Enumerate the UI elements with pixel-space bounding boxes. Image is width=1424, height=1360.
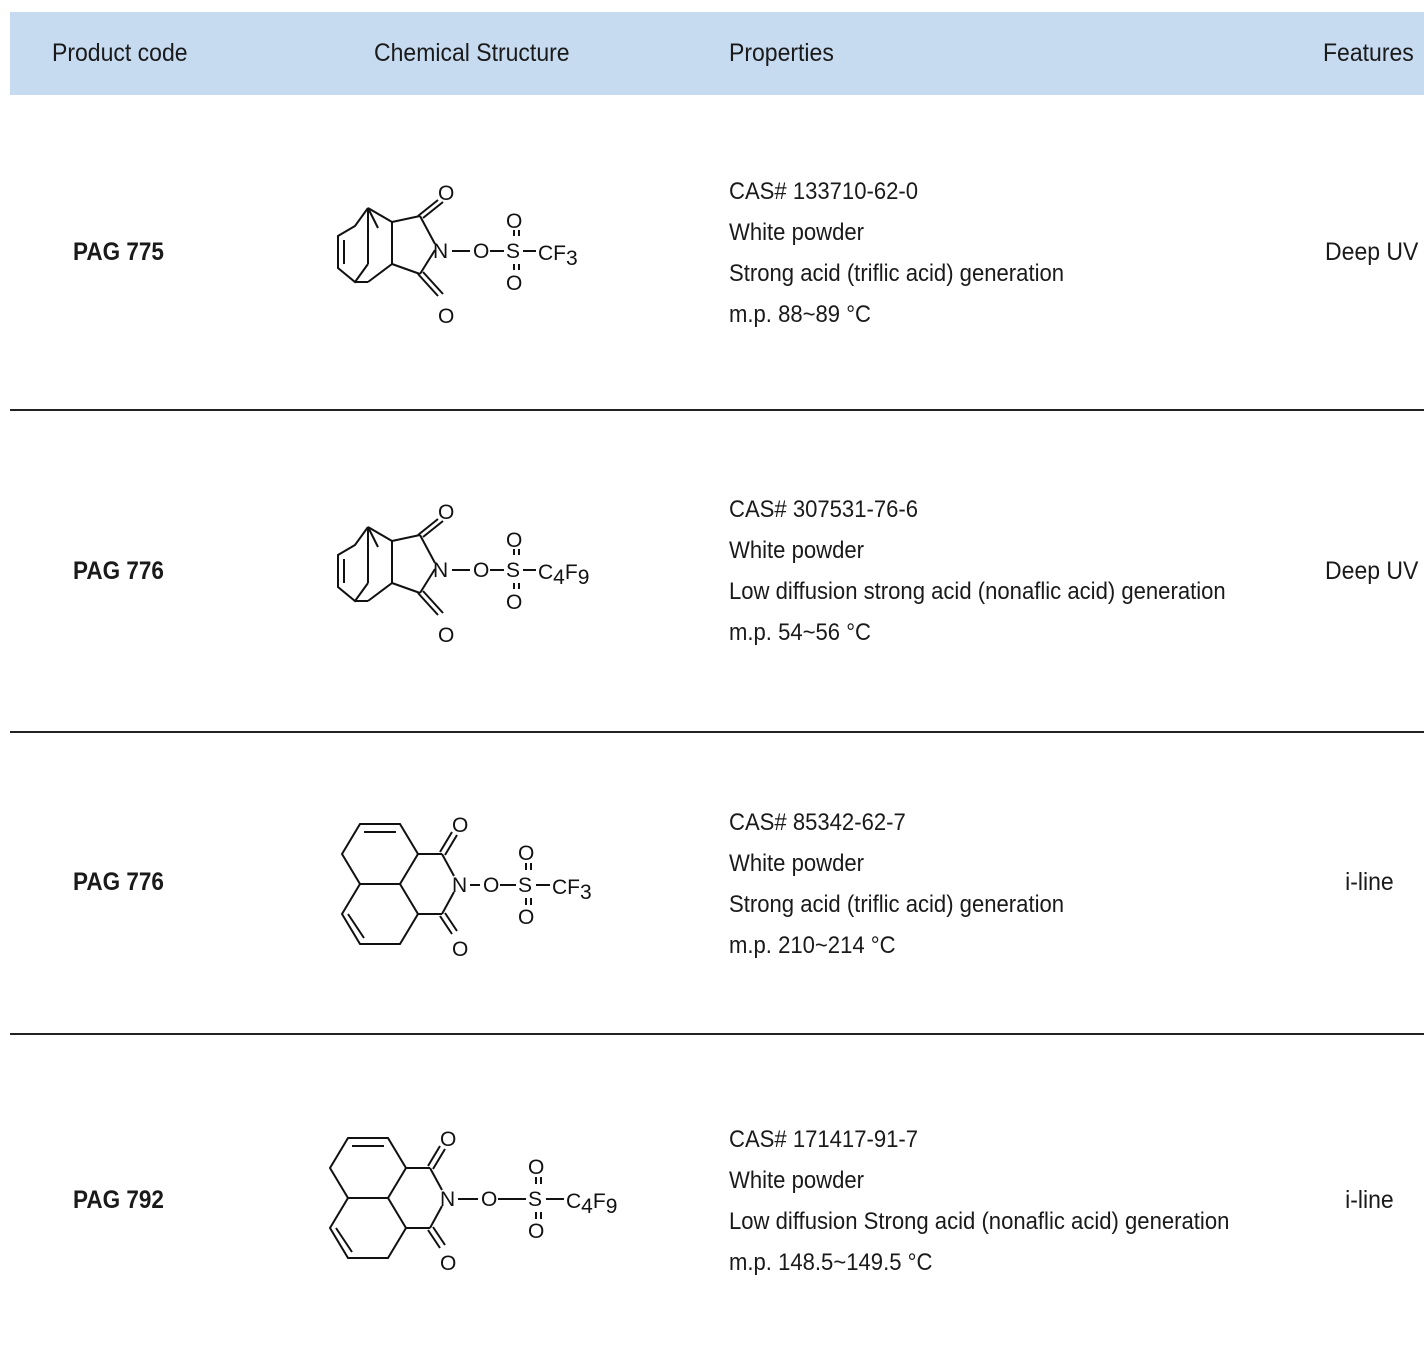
svg-text:S: S xyxy=(518,874,532,897)
header-features: Features xyxy=(1323,39,1414,67)
svg-text:O: O xyxy=(518,842,534,865)
melting-point: m.p. 210~214 °C xyxy=(729,932,896,959)
svg-text:O: O xyxy=(518,906,534,929)
chemical-structure: O O N O S O O C4F9 xyxy=(328,1128,617,1275)
svg-text:N: N xyxy=(440,1188,455,1211)
svg-text:S: S xyxy=(506,240,520,263)
svg-text:N: N xyxy=(452,874,467,897)
chemical-structure: O O N O S O O CF3 xyxy=(337,182,578,328)
svg-text:O: O xyxy=(452,814,468,837)
description: Low diffusion strong acid (nonaflic acid… xyxy=(729,578,1226,605)
description: Low diffusion Strong acid (nonaflic acid… xyxy=(729,1208,1230,1235)
table-header: Product code Chemical Structure Properti… xyxy=(10,12,1424,95)
svg-text:O: O xyxy=(528,1156,544,1179)
melting-point: m.p. 54~56 °C xyxy=(729,619,872,646)
svg-text:O: O xyxy=(438,624,454,647)
description: Strong acid (triflic acid) generation xyxy=(729,260,1065,287)
svg-text:S: S xyxy=(528,1188,542,1211)
svg-text:O: O xyxy=(438,182,454,205)
properties-list: CAS# 85342-62-7 White powder Strong acid… xyxy=(729,802,1064,966)
properties-list: CAS# 171417-91-7 White powder Low diffus… xyxy=(729,1119,1229,1283)
feature: i-line xyxy=(1345,1186,1394,1214)
svg-text:O: O xyxy=(440,1128,456,1151)
product-code: PAG 775 xyxy=(73,238,164,266)
feature: Deep UV xyxy=(1325,238,1419,266)
svg-text:O: O xyxy=(438,501,454,524)
properties-list: CAS# 133710-62-0 White powder Strong aci… xyxy=(729,171,1064,335)
cas-number: CAS# 85342-62-7 xyxy=(729,809,906,836)
svg-text:C4F9: C4F9 xyxy=(538,561,589,589)
svg-text:O: O xyxy=(506,591,522,614)
appearance: White powder xyxy=(729,537,864,564)
svg-text:O: O xyxy=(506,529,522,552)
svg-text:O: O xyxy=(481,1188,497,1211)
svg-text:N: N xyxy=(433,559,448,582)
appearance: White powder xyxy=(729,219,864,246)
row-divider xyxy=(10,1033,1424,1035)
svg-text:O: O xyxy=(452,938,468,961)
cas-number: CAS# 133710-62-0 xyxy=(729,178,919,205)
svg-text:C4F9: C4F9 xyxy=(566,1190,617,1218)
svg-text:CF3: CF3 xyxy=(538,242,578,270)
product-code: PAG 792 xyxy=(73,1186,164,1214)
melting-point: m.p. 88~89 °C xyxy=(729,301,872,328)
cas-number: CAS# 307531-76-6 xyxy=(729,496,919,523)
svg-text:O: O xyxy=(473,240,489,263)
header-properties: Properties xyxy=(729,39,834,67)
svg-text:O: O xyxy=(440,1252,456,1275)
svg-text:O: O xyxy=(483,874,499,897)
row-divider xyxy=(10,409,1424,411)
header-chemical-structure: Chemical Structure xyxy=(374,39,570,67)
svg-text:O: O xyxy=(506,210,522,233)
svg-text:O: O xyxy=(506,272,522,295)
appearance: White powder xyxy=(729,1167,864,1194)
svg-text:CF3: CF3 xyxy=(552,876,592,904)
row-divider xyxy=(10,731,1424,733)
melting-point: m.p. 148.5~149.5 °C xyxy=(729,1249,933,1276)
chemical-structure: O O N O S O O CF3 xyxy=(340,814,592,961)
chemical-structure: O O N O S O O C4F9 xyxy=(337,501,589,647)
properties-list: CAS# 307531-76-6 White powder Low diffus… xyxy=(729,489,1226,653)
svg-text:O: O xyxy=(473,559,489,582)
description: Strong acid (triflic acid) generation xyxy=(729,891,1065,918)
product-code: PAG 776 xyxy=(73,557,164,585)
feature: i-line xyxy=(1345,868,1394,896)
header-product-code: Product code xyxy=(52,39,188,67)
svg-text:O: O xyxy=(528,1220,544,1243)
svg-text:S: S xyxy=(506,559,520,582)
appearance: White powder xyxy=(729,850,864,877)
svg-text:O: O xyxy=(438,305,454,328)
cas-number: CAS# 171417-91-7 xyxy=(729,1126,919,1153)
feature: Deep UV xyxy=(1325,557,1419,585)
svg-text:N: N xyxy=(433,240,448,263)
product-code: PAG 776 xyxy=(73,868,164,896)
